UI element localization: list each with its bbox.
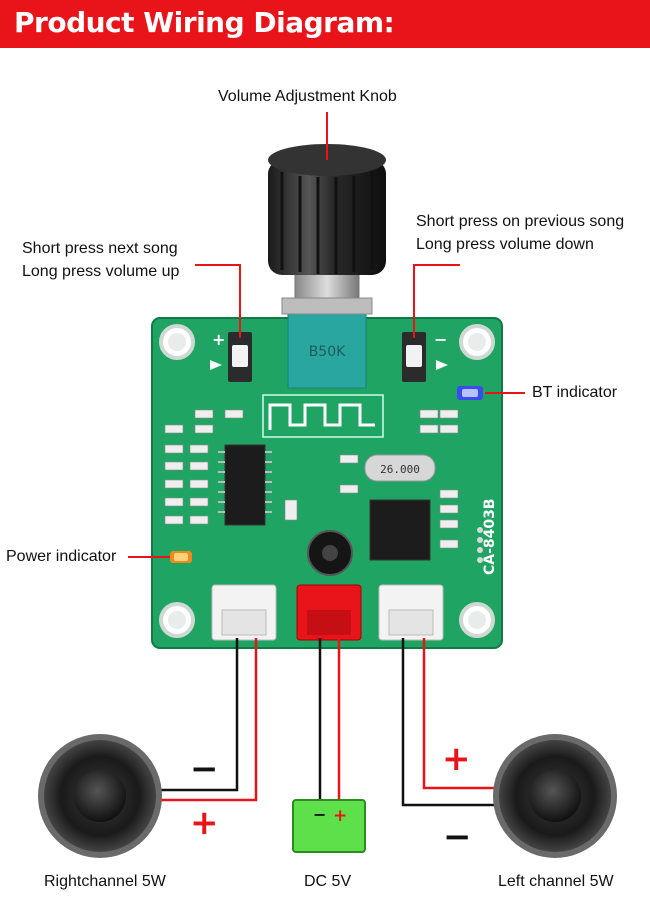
power-indicator-led (170, 551, 192, 563)
right-plus-symbol: + (190, 803, 219, 843)
mounting-holes (159, 324, 495, 638)
right-speaker (38, 734, 162, 858)
prev-song-label-line1: Short press on previous song (416, 213, 625, 230)
potentiometer: B50K (287, 309, 367, 389)
bt-antenna-trace (268, 403, 375, 430)
board-model-label: CA-8403B (482, 498, 498, 575)
bt-indicator-led (457, 386, 483, 400)
next-song-button[interactable]: + (212, 330, 252, 382)
next-song-label-line1: Short press next song (22, 240, 178, 257)
next-key-symbol: + (212, 330, 225, 349)
left-plus-symbol: + (442, 739, 471, 779)
power-indicator-label: Power indicator (6, 548, 117, 565)
prev-key-symbol: − (434, 330, 447, 349)
battery-minus: − (313, 805, 326, 824)
page-title: Product Wiring Diagram: (14, 6, 395, 39)
battery-dc-5v: − + (292, 799, 366, 853)
crystal-oscillator (364, 454, 436, 482)
bt-module-ic (369, 499, 431, 561)
amplifier-ic (224, 444, 266, 526)
left-minus-symbol: − (443, 817, 472, 857)
left-speaker-connector[interactable] (378, 584, 444, 641)
smd-components (164, 409, 459, 549)
knob-label: Volume Adjustment Knob (218, 88, 397, 105)
callout-lines (128, 112, 525, 558)
wires (160, 638, 500, 807)
bt-indicator-label: BT indicator (532, 384, 618, 401)
title-banner: Product Wiring Diagram: (0, 0, 650, 48)
dc-power-connector[interactable] (296, 584, 362, 641)
right-speaker-connector[interactable] (211, 584, 277, 641)
prev-song-label-line2: Long press volume down (416, 236, 594, 253)
battery-plus: + (333, 806, 347, 826)
crystal-label: 26.000 (380, 463, 420, 476)
next-song-label-line2: Long press volume up (22, 263, 180, 280)
left-speaker (493, 734, 617, 858)
right-minus-symbol: − (190, 749, 219, 789)
pcb-board: 26.000 CA-8403B + (151, 317, 503, 649)
previous-song-button[interactable]: − (402, 330, 447, 382)
pot-label: B50K (309, 344, 346, 360)
dc-label: DC 5V (304, 873, 352, 890)
right-channel-label: Rightchannel 5W (44, 873, 166, 890)
volume-knob[interactable] (268, 144, 386, 315)
left-channel-label: Left channel 5W (498, 873, 614, 890)
